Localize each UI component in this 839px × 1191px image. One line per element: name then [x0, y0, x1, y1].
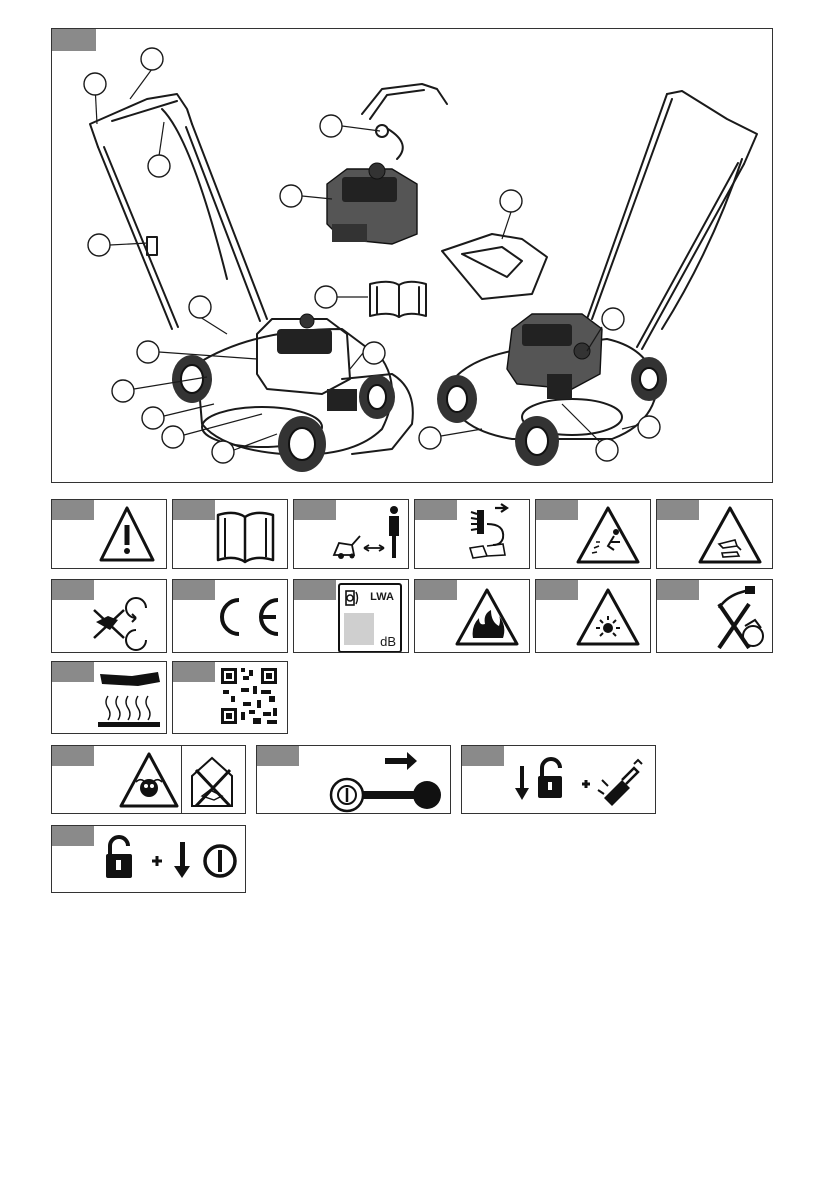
symbol-tab [257, 746, 299, 766]
symbol-tab [415, 580, 457, 600]
figure-tab [52, 29, 96, 51]
right-mower [437, 91, 757, 466]
symbol-read-manual [172, 499, 288, 569]
symbol-blade-warning [656, 499, 773, 569]
callout-9 [162, 426, 184, 448]
symbol-tab [52, 826, 94, 846]
symbol-tab [52, 662, 94, 682]
symbol-toxic-fumes [51, 745, 246, 814]
symbol-rotating-blade [51, 579, 167, 653]
callout-8 [142, 407, 164, 429]
right-front-wheel-2 [515, 416, 559, 466]
callout-10 [212, 441, 234, 463]
symbol-spark-plug [414, 499, 530, 569]
left-front-wheel-1 [278, 416, 326, 472]
callout-4 [88, 234, 110, 256]
symbol-tab [462, 746, 504, 766]
sound-lwa-label: LWA [370, 591, 394, 603]
callout-14 [363, 342, 385, 364]
lawnmower-illustration [52, 29, 773, 483]
symbol-divider [181, 746, 182, 814]
callout-5 [189, 296, 211, 318]
manual-detail [370, 282, 426, 317]
symbol-sound-power: LWA dB [293, 579, 409, 653]
callout-17 [419, 427, 441, 449]
callout-2 [84, 73, 106, 95]
callout-11 [320, 115, 342, 137]
symbol-tab [173, 580, 215, 600]
callout-7 [112, 380, 134, 402]
sound-power-label-icon: LWA dB [338, 583, 402, 653]
symbol-explosion [535, 579, 651, 653]
symbol-fire [414, 579, 530, 653]
callout-19 [596, 439, 618, 461]
symbol-remove-key [256, 745, 451, 814]
right-front-wheel-1 [437, 375, 477, 423]
right-rear-wheel [631, 357, 667, 401]
engine-detail [327, 163, 417, 244]
symbol-thrown-objects [535, 499, 651, 569]
symbol-ce [172, 579, 288, 653]
left-front-wheel-2 [359, 375, 395, 419]
overview-figure [51, 28, 773, 483]
symbol-keep-distance [293, 499, 409, 569]
symbol-warning [51, 499, 167, 569]
symbol-unlock-stop [51, 825, 246, 893]
handle-detail [362, 84, 447, 159]
callout-16 [602, 308, 624, 330]
cover-detail [442, 234, 547, 299]
left-mower [90, 94, 413, 472]
callout-13 [315, 286, 337, 308]
callout-15 [500, 190, 522, 212]
symbol-tab [173, 500, 215, 520]
symbol-tab [294, 500, 336, 520]
symbol-tab [173, 662, 215, 682]
callout-3 [148, 155, 170, 177]
symbol-qr [172, 661, 288, 734]
symbol-tab [52, 500, 94, 520]
sound-db-label: dB [380, 634, 396, 649]
callout-12 [280, 185, 302, 207]
callout-6 [137, 341, 159, 363]
symbol-no-refuel [656, 579, 773, 653]
callout-1 [141, 48, 163, 70]
symbol-tab [52, 580, 94, 600]
symbol-tab [657, 580, 699, 600]
callout-18 [638, 416, 660, 438]
symbol-tab [657, 500, 699, 520]
symbol-tab [536, 580, 578, 600]
sound-value-box [344, 613, 374, 645]
symbol-tab [536, 500, 578, 520]
symbol-tab [294, 580, 336, 600]
symbol-hot-surface [51, 661, 167, 734]
symbol-unlock-spark [461, 745, 656, 814]
symbol-tab [52, 746, 94, 766]
symbol-tab [415, 500, 457, 520]
